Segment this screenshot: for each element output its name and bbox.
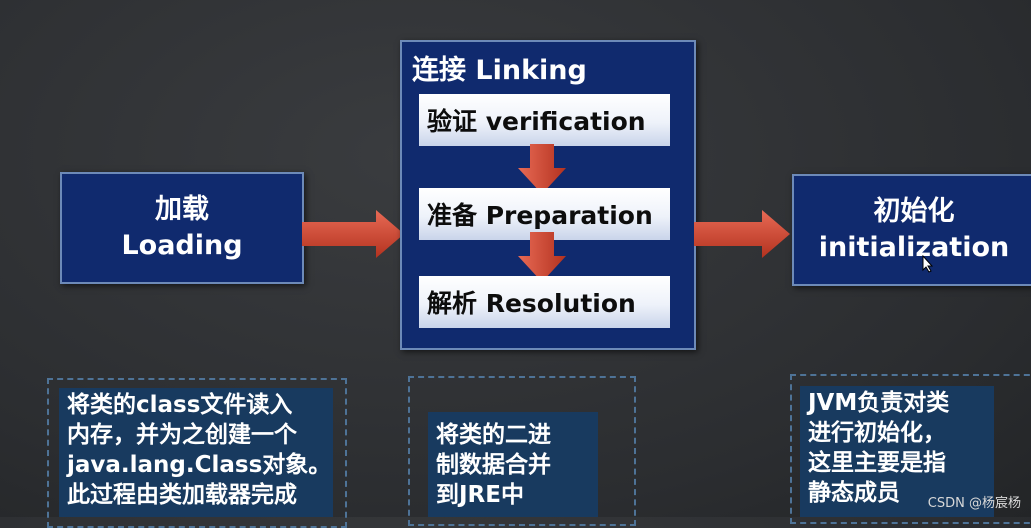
step-verification: 验证 verification [419, 94, 670, 146]
initialization-note-line-2: 进行初始化， [808, 420, 946, 446]
loading-note-line-2: 内存，并为之创建一个 [67, 422, 297, 448]
linking-note-line-2: 制数据合并 [436, 452, 551, 478]
loading-note-line-3: java.lang.Class对象。 [67, 452, 332, 478]
loading-note: 将类的class文件读入 内存，并为之创建一个 java.lang.Class对… [59, 388, 333, 517]
loading-note-line-1: 将类的class文件读入 [67, 392, 293, 418]
linking-title: 连接 Linking [412, 55, 587, 86]
linking-note: 将类的二进 制数据合并 到JRE中 [428, 412, 598, 517]
step-preparation-label: 准备 Preparation [427, 201, 653, 230]
initialization-box: 初始化 initialization [792, 174, 1031, 286]
loading-box: 加载 Loading [60, 172, 304, 284]
step-resolution-label: 解析 Resolution [427, 289, 636, 318]
linking-note-line-1: 将类的二进 [436, 422, 551, 448]
step-resolution: 解析 Resolution [419, 276, 670, 328]
csdn-watermark: CSDN @杨宸杨 [927, 496, 1021, 511]
linking-note-line-3: 到JRE中 [436, 482, 524, 508]
initialization-note-line-4: 静态成员 [808, 480, 900, 506]
mouse-cursor-icon [922, 255, 934, 273]
arrow-loading-to-linking [302, 210, 404, 258]
linking-box: 连接 Linking 验证 verification 准备 Preparatio… [400, 40, 696, 350]
step-preparation: 准备 Preparation [419, 188, 670, 240]
arrow-linking-to-initialization [694, 210, 790, 258]
loading-label-zh: 加载 [155, 194, 209, 225]
initialization-note: JVM负责对类 进行初始化， 这里主要是指 静态成员 [800, 386, 994, 517]
arrow-preparation-to-resolution [518, 232, 566, 282]
initialization-note-line-1: JVM负责对类 [808, 390, 950, 416]
arrow-verification-to-preparation [518, 144, 566, 194]
loading-label-en: Loading [121, 230, 243, 261]
loading-note-line-4: 此过程由类加载器完成 [67, 482, 297, 508]
initialization-label-zh: 初始化 [873, 196, 955, 227]
initialization-label-en: initialization [818, 232, 1010, 263]
initialization-note-line-3: 这里主要是指 [808, 450, 946, 476]
step-verification-label: 验证 verification [427, 107, 646, 136]
